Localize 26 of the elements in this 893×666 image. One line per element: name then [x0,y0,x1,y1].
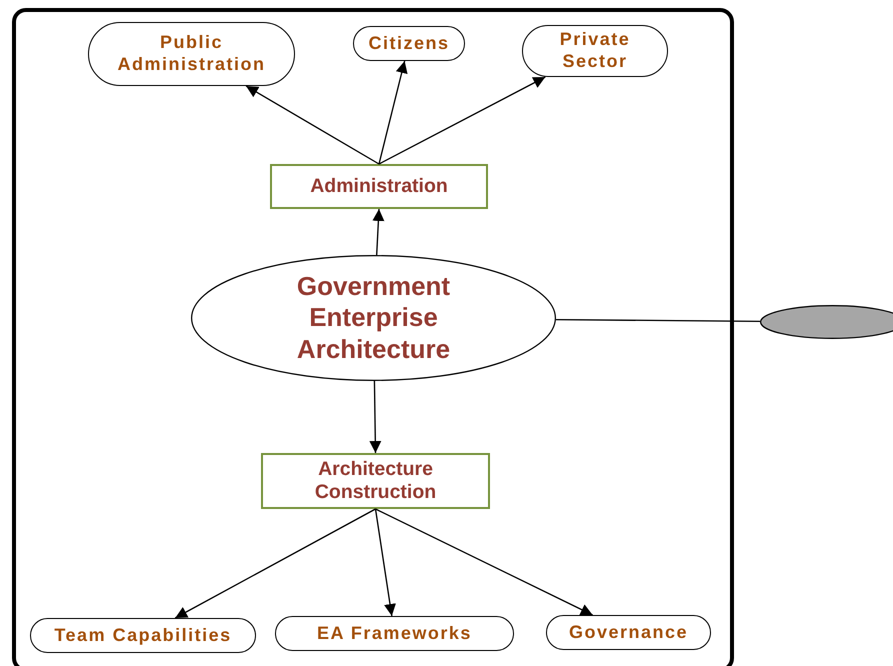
rounded-box [546,615,711,650]
arrow [378,76,546,165]
rounded-box [522,25,668,77]
arrow [372,208,384,256]
rounded-box [353,26,465,61]
node-label: Government Enterprise Architecture [296,271,452,365]
node-label: Architecture Construction [314,458,438,504]
rounded-box [30,618,256,653]
node-label: Citizens [368,32,450,54]
arrow [174,508,376,619]
process-box [261,453,490,509]
ellipse-node [191,255,556,381]
arrow [369,381,382,453]
node-label: Private Sector [558,29,632,73]
node-label: Team Capabilities [54,624,232,646]
arrow [374,508,396,616]
arrow [378,60,408,164]
node-label: Administration [310,174,448,198]
node-label: Public Administration [116,32,266,76]
node-label: Governance [568,622,688,644]
rounded-box [275,616,514,651]
node-label: EA Frameworks [317,622,472,644]
arrow [246,85,380,165]
connector-line [556,318,760,322]
process-box [270,164,488,209]
arrow [375,508,593,616]
